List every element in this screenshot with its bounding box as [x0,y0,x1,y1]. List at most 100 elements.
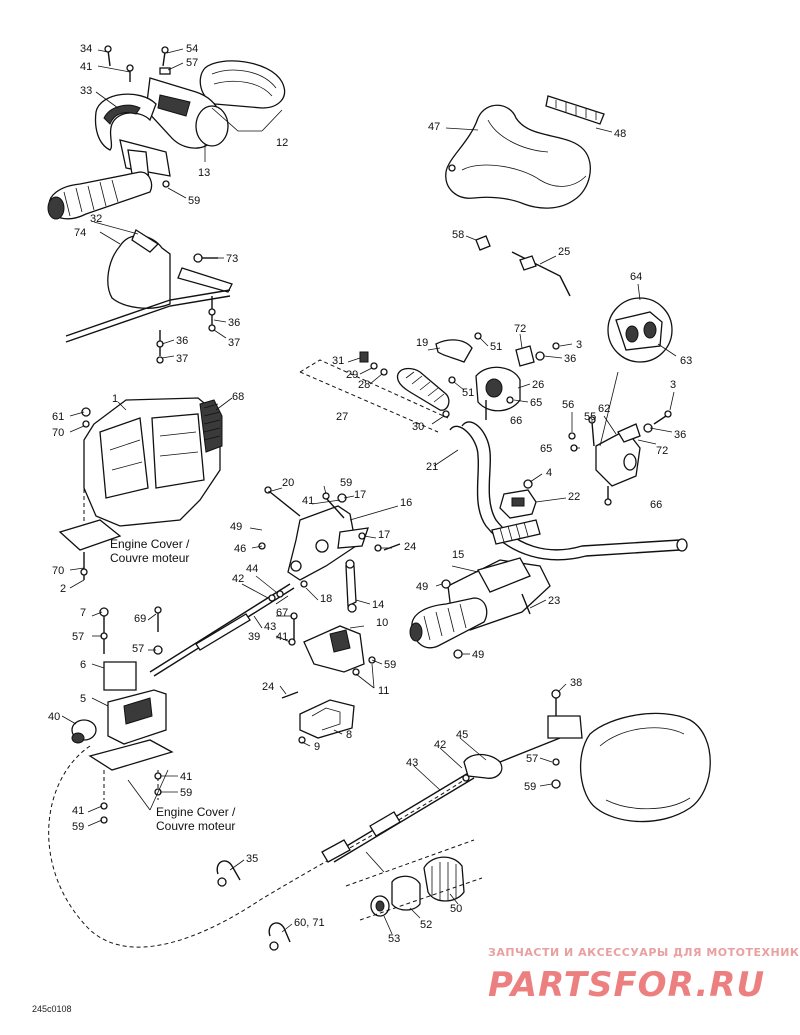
label-41: 41 [180,771,192,783]
label-51: 51 [462,387,474,399]
label-11: 11 [378,685,389,697]
label-49: 49 [230,521,242,533]
label-49: 49 [416,581,428,593]
watermark-tagline: ЗАПЧАСТИ И АКСЕССУАРЫ ДЛЯ МОТОТЕХНИКИ [488,946,800,959]
label-70: 70 [52,427,64,439]
label-33: 33 [80,85,92,97]
engine-cover-note-2-line2: Couvre moteur [156,819,235,833]
label-25: 25 [558,246,570,258]
label-4: 4 [546,467,552,479]
label-70: 70 [52,565,64,577]
label-14: 14 [372,599,384,611]
label-5: 5 [80,693,86,705]
label-51: 51 [490,341,502,353]
label-47: 47 [428,121,440,133]
label-3: 3 [670,379,676,391]
label-66: 66 [650,499,662,511]
label-64: 64 [630,271,642,283]
engine-cover-note-1-line2: Couvre moteur [110,551,189,565]
lower-left-assembly [61,606,178,827]
label-41: 41 [80,61,92,73]
label-27: 27 [336,411,348,423]
label-10: 10 [376,617,388,629]
engine-block [58,397,233,589]
label-59: 59 [340,477,352,489]
label-46: 46 [234,543,246,555]
label-19: 19 [416,337,428,349]
label-54: 54 [186,43,198,55]
label-59: 59 [384,659,396,671]
label-42: 42 [434,739,446,751]
label-26: 26 [532,379,544,391]
label-57: 57 [526,753,538,765]
engine-cover-note-2-line1: Engine Cover / [156,805,236,819]
label-35: 35 [246,853,258,865]
label-72: 72 [656,445,668,457]
label-15: 15 [452,549,464,561]
label-59: 59 [188,195,200,207]
seat-assembly [445,95,613,209]
label-40: 40 [48,711,60,723]
label-61: 61 [52,411,64,423]
label-41: 41 [302,495,314,507]
label-59: 59 [72,821,84,833]
label-24: 24 [262,681,274,693]
label-45: 45 [456,729,468,741]
label-36: 36 [674,429,686,441]
label-16: 16 [400,497,412,509]
label-31: 31 [332,355,344,367]
label-28: 28 [358,379,370,391]
label-37: 37 [176,353,188,365]
throttle-handle [409,557,551,659]
label-49: 49 [472,649,484,661]
label-63: 63 [680,355,692,367]
label-8: 8 [346,729,352,741]
label-1: 1 [112,393,118,405]
label-2: 2 [60,583,66,595]
label-59: 59 [524,781,536,793]
handlebar-assembly [299,235,688,561]
label-36: 36 [176,335,188,347]
label-36: 36 [564,353,576,365]
callout-labels: 34 54 41 57 33 12 13 59 47 48 32 74 73 3… [48,43,692,945]
label-7: 7 [80,607,86,619]
mid-left-bracket [65,221,233,364]
watermark: ЗАПЧАСТИ И АКСЕССУАРЫ ДЛЯ МОТОТЕХНИКИ PA… [488,946,800,1005]
label-69: 69 [134,613,146,625]
label-17: 17 [378,529,390,541]
label-44: 44 [246,563,258,575]
label-36: 36 [228,317,240,329]
label-73: 73 [226,253,238,265]
engine-cover-note-1-line1: Engine Cover / [110,537,190,551]
label-38: 38 [570,677,582,689]
label-13: 13 [198,167,210,179]
label-6: 6 [80,659,86,671]
label-29: 29 [346,369,358,381]
label-20: 20 [282,477,294,489]
top-left-handle-assembly [47,45,286,220]
label-37: 37 [228,337,240,349]
engine-cover-notes: Engine Cover / Couvre moteur Engine Cove… [110,537,236,833]
label-58: 58 [452,229,464,241]
label-9: 9 [314,741,320,753]
label-3: 3 [576,339,582,351]
label-43: 43 [264,621,276,633]
label-23: 23 [548,595,560,607]
label-12: 12 [276,137,288,149]
label-24: 24 [404,541,416,553]
throttle-cable-upper [149,575,298,677]
label-18: 18 [320,593,332,605]
label-72: 72 [514,323,526,335]
label-41: 41 [72,805,84,817]
label-52: 52 [420,919,432,931]
drawing-code: 245c0108 [32,1004,72,1014]
label-74: 74 [74,227,86,239]
label-48: 48 [614,128,626,140]
label-68: 68 [232,391,244,403]
label-39: 39 [248,631,260,643]
label-57: 57 [132,643,144,655]
label-55: 55 [584,411,596,423]
lower-cable-and-housing [48,683,711,951]
label-17: 17 [354,489,366,501]
